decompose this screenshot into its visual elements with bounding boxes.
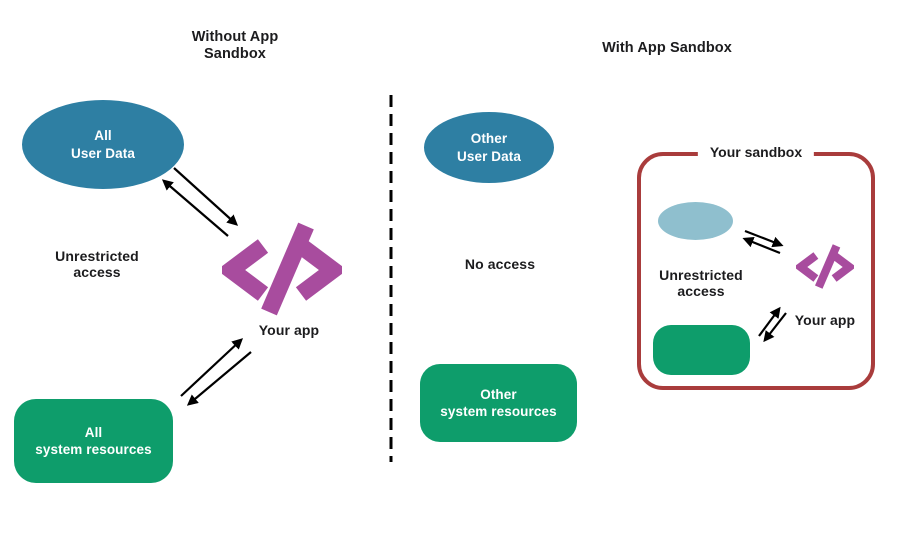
sandbox-system-resources-rect [653,325,750,375]
all-user-data-label-line1: All [94,128,112,144]
unrestricted-access-label-left: Unrestricted access [55,248,139,280]
arrow-app-to-userdata [161,179,229,237]
arrow-app-to-resources [186,351,252,406]
other-user-data-ellipse: Other User Data [424,112,554,183]
other-user-data-label-line1: Other [470,131,508,147]
other-system-resources-label-line1: Other [480,386,517,402]
all-user-data-ellipse: All User Data [22,100,184,189]
arrow-resources-to-app [180,338,244,397]
sandbox-user-data-ellipse [658,202,733,240]
arrow-userdata-to-app [173,167,239,226]
left-panel-title-line1: Without App [191,29,279,45]
all-system-resources-rect: All system resources [14,399,173,483]
code-brackets-slash-icon [222,222,342,316]
other-system-resources-rect: Other system resources [420,364,577,442]
no-access-label: No access [464,256,536,272]
all-system-resources-label-line2: system resources [35,442,152,457]
your-sandbox-label: Your sandbox [697,144,815,160]
other-system-resources-label-line2: system resources [440,404,557,419]
all-user-data-label-line2: User Data [71,145,135,161]
sandbox-boundary-box: Your sandbox [637,144,875,390]
other-user-data-label-line2: User Data [457,148,521,164]
left-panel-title: Without App Sandbox [155,29,315,62]
left-panel-title-line2: Sandbox [204,45,266,62]
all-system-resources-label-line1: All [84,424,103,440]
right-panel-title: With App Sandbox [602,40,732,56]
your-app-label-right: Your app [794,312,856,328]
code-brackets-slash-icon-small [796,244,854,289]
your-app-label-left: Your app [258,322,320,338]
unrestricted-access-label-right: Unrestricted access [659,267,743,299]
